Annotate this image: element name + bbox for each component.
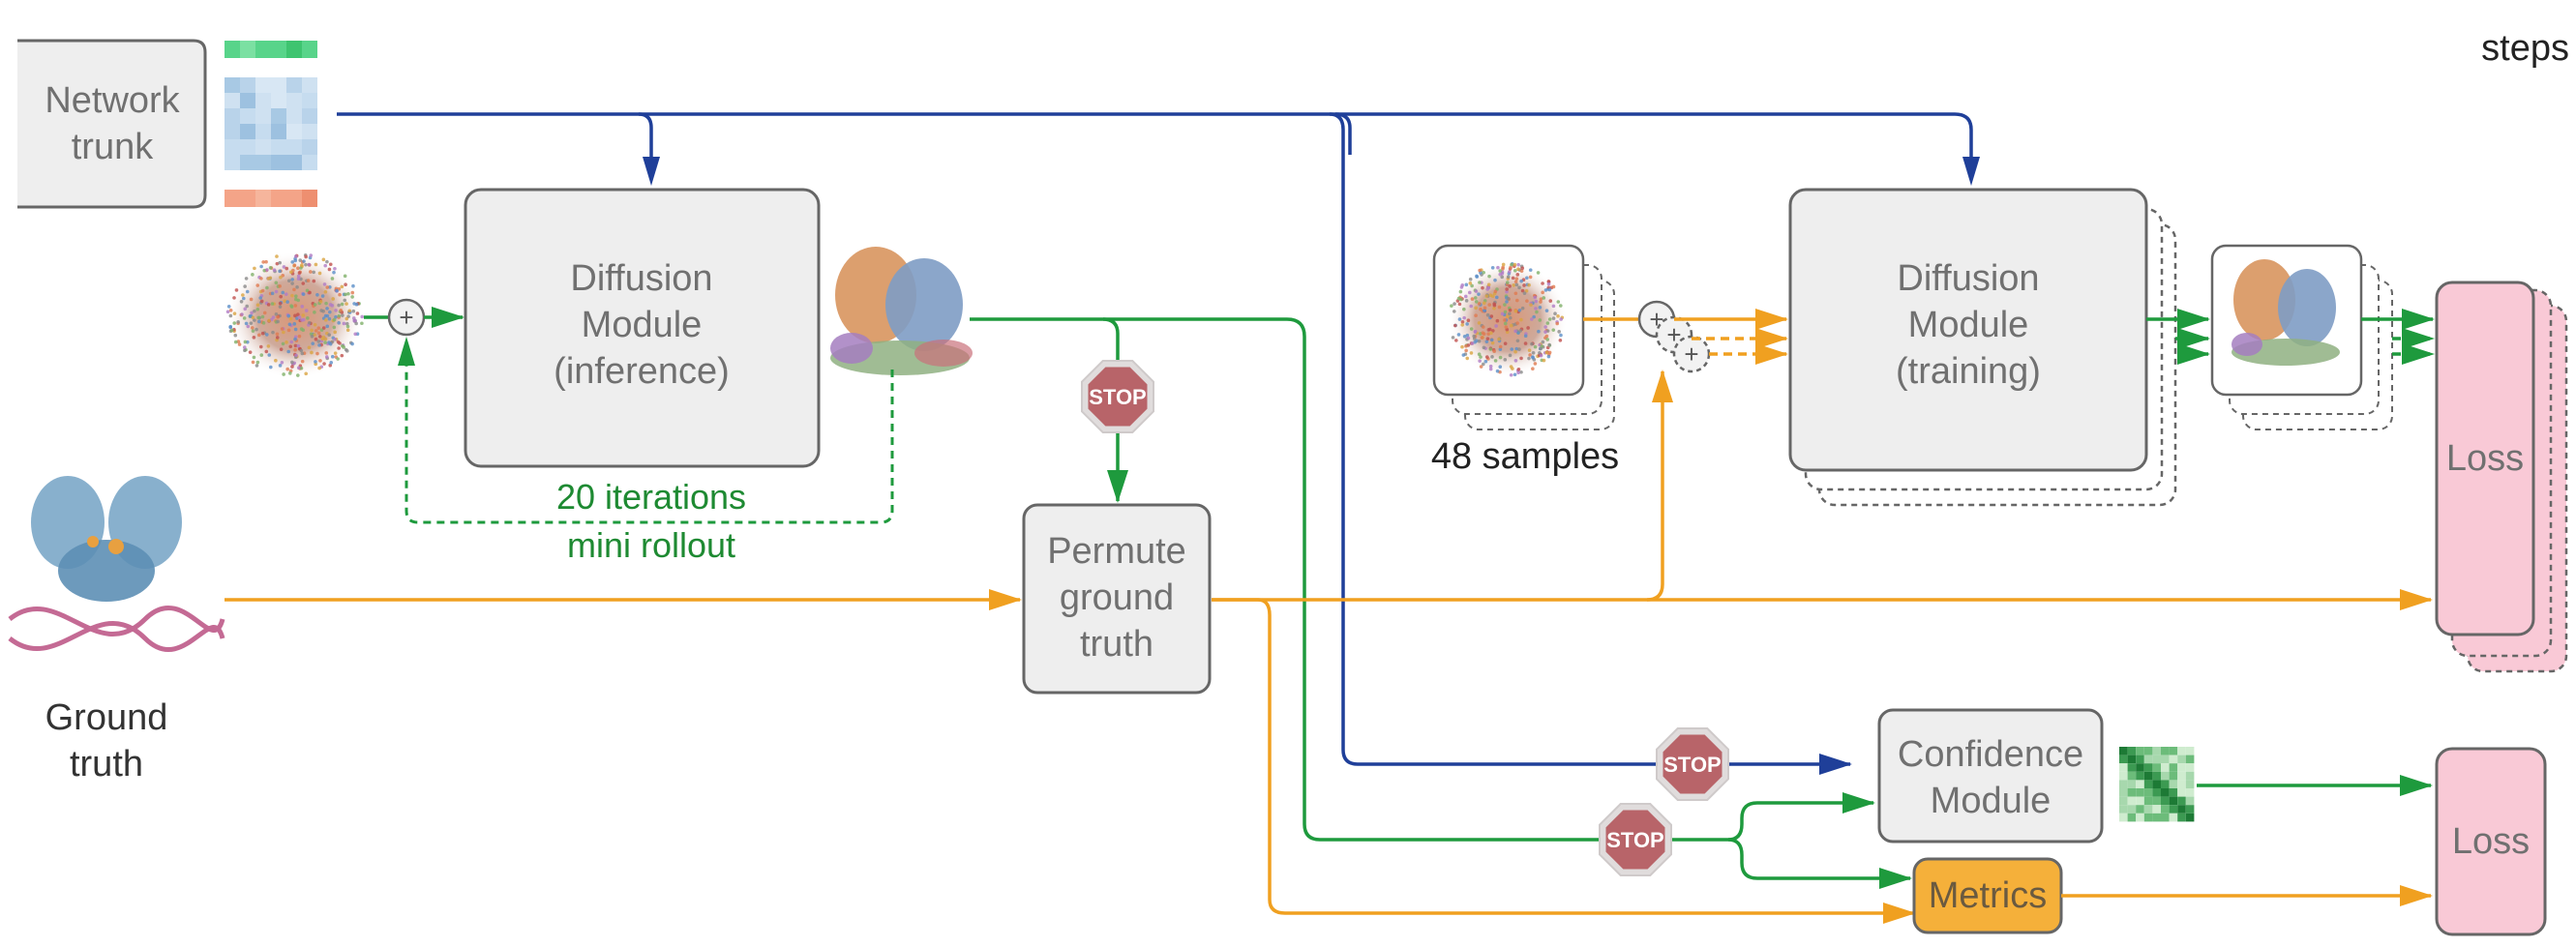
- ground-truth-label-2: truth: [70, 744, 143, 784]
- confidence-label-2: Module: [1931, 781, 2052, 821]
- diffusion-module-inference: Diffusion Module (inference): [464, 188, 821, 468]
- single-embedding-output-icon: [225, 190, 317, 207]
- network-trunk-label-2: trunk: [72, 127, 154, 167]
- iterations-label: 20 iterations: [556, 477, 746, 517]
- stop-sign-label: STOP: [1606, 828, 1664, 852]
- confidence-module: Confidence Module: [1877, 708, 2104, 843]
- stop-sign-label: STOP: [1663, 753, 1722, 777]
- predicted-structure-inference: [830, 247, 973, 375]
- stop-sign-icon: STOP: [1656, 727, 1729, 801]
- diffusion-training-label-1: Diffusion: [1897, 258, 2039, 299]
- stop-sign-icon: STOP: [1081, 360, 1154, 433]
- confidence-label-1: Confidence: [1898, 734, 2083, 775]
- confidence-heatmap-icon: [2119, 747, 2195, 822]
- noise-cloud-inference: [225, 252, 365, 379]
- stop-sign-icon: STOP: [1599, 803, 1672, 876]
- plus-node-training: + + +: [1637, 300, 1711, 373]
- diffusion-training-label-2: Module: [1908, 305, 2029, 345]
- network-trunk-label-1: Network: [45, 80, 180, 121]
- loss-label-bottom: Loss: [2452, 821, 2530, 862]
- trunk-connections: [337, 112, 1980, 775]
- metrics-label: Metrics: [1929, 875, 2047, 916]
- diffusion-inference-label-2: Module: [582, 305, 703, 345]
- trunk-to-inference-arrow: [643, 157, 660, 186]
- trunk-to-confidence-line: [1329, 112, 1848, 766]
- permute-label-2: ground: [1060, 577, 1174, 618]
- single-embedding-icon: [225, 41, 317, 58]
- metrics-box: Metrics: [1912, 857, 2063, 934]
- diffusion-training-label-3: (training): [1896, 351, 2041, 392]
- samples-label: 48 samples: [1431, 436, 1619, 477]
- loss-box-confidence: Loss: [2435, 747, 2547, 936]
- diffusion-inference-label-3: (inference): [554, 351, 730, 392]
- loss-box-diffusion: Loss: [2435, 281, 2568, 673]
- svg-text:+: +: [1684, 340, 1698, 369]
- steps-label: steps: [2481, 28, 2569, 69]
- ground-truth-structure: [8, 476, 225, 653]
- diffusion-module-training: Diffusion Module (training): [1788, 188, 2177, 507]
- trunk-to-training-line: [337, 112, 1352, 155]
- trunk-to-training-arrow: [1962, 157, 1980, 186]
- permute-label-1: Permute: [1047, 531, 1186, 572]
- predicted-structures-stack: [2210, 244, 2393, 430]
- diffusion-inference-label-1: Diffusion: [570, 258, 712, 299]
- svg-text:+: +: [399, 303, 413, 332]
- network-trunk: Network trunk: [17, 39, 317, 209]
- plus-node-inference: +: [387, 298, 426, 337]
- permute-to-metrics-line: [1212, 598, 1916, 924]
- loss-label-top: Loss: [2446, 438, 2524, 479]
- ground-truth-label-1: Ground: [45, 697, 168, 738]
- trunk-to-inference-line: [638, 112, 653, 159]
- permute-label-3: truth: [1080, 624, 1153, 665]
- noise-samples-stack: [1432, 244, 1615, 430]
- pair-embedding-icon: [225, 77, 317, 170]
- stop-sign-label: STOP: [1089, 385, 1147, 409]
- prediction-to-metrics-line: [1103, 317, 1606, 842]
- mini-rollout-label: mini rollout: [567, 525, 735, 565]
- permute-ground-truth: Permute ground truth: [1022, 503, 1212, 695]
- svg-text:+: +: [1666, 320, 1681, 349]
- network-trunk-box: [17, 39, 207, 209]
